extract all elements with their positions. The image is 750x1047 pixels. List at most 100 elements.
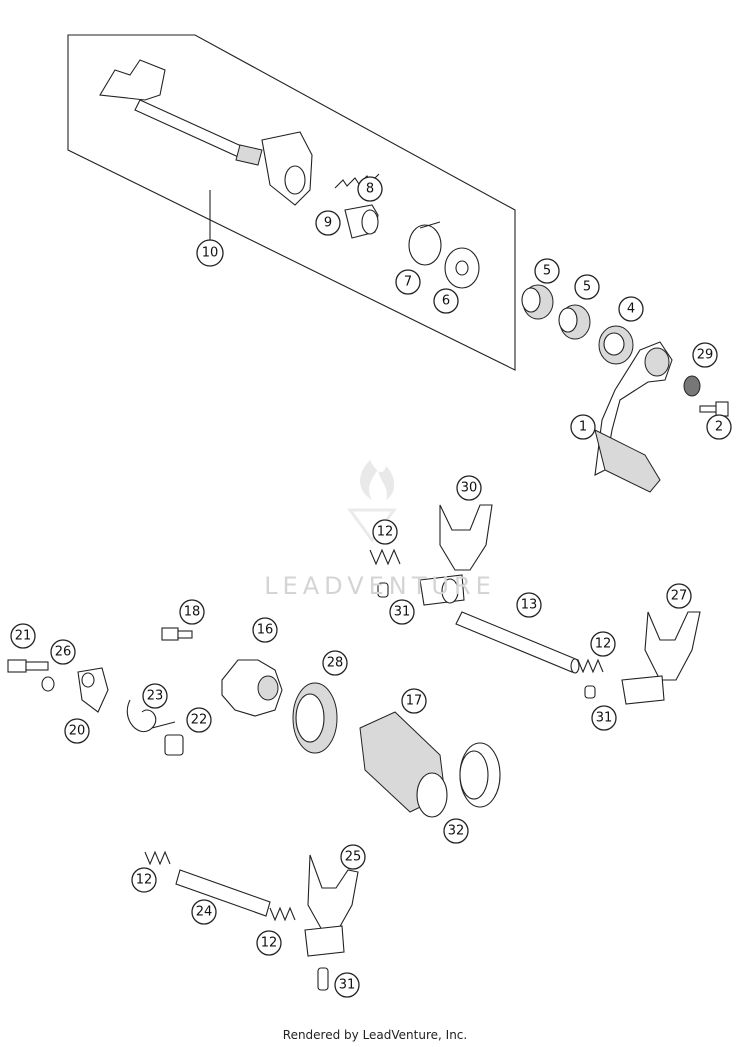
callout-25: 25: [340, 844, 366, 870]
callout-17: 17: [401, 688, 427, 714]
rod-24: [175, 869, 271, 917]
callout-label: 16: [257, 623, 274, 638]
callout-label: 6: [442, 294, 450, 309]
bushing-5a: [521, 284, 554, 320]
callout-label: 5: [583, 280, 591, 295]
callout-2: 2: [706, 414, 732, 440]
callout-label: 12: [136, 873, 153, 888]
shift-fork-30: [419, 504, 493, 606]
callout-16: 16: [252, 617, 278, 643]
callout-29: 29: [692, 342, 718, 368]
watermark-text: LEADVENTURE: [264, 572, 496, 600]
callout-label: 12: [261, 936, 278, 951]
callout-label: 31: [596, 711, 613, 726]
callout-1: 1: [570, 414, 596, 440]
callout-label: 28: [327, 656, 344, 671]
callout-label: 17: [406, 694, 423, 709]
callout-label: 12: [595, 637, 612, 652]
bolt-18: [161, 627, 193, 641]
washer-26: [41, 676, 55, 692]
bushing-22: [164, 734, 184, 756]
callout-label: 12: [377, 525, 394, 540]
seal-4: [598, 325, 634, 365]
callout-label: 23: [147, 689, 164, 704]
callout-12c: 12: [131, 867, 157, 893]
spring-12-upper: [369, 548, 401, 566]
callout-label: 30: [461, 481, 478, 496]
callout-7: 7: [395, 269, 421, 295]
spring-12-right: [577, 658, 604, 674]
part-20: [77, 667, 109, 713]
callout-label: 10: [202, 246, 219, 261]
callout-31c: 31: [334, 972, 360, 998]
callout-12d: 12: [256, 930, 282, 956]
rod-13: [455, 611, 580, 674]
bearing-28: [292, 682, 338, 754]
spring-12-lower-right: [269, 906, 296, 922]
callout-label: 13: [521, 598, 538, 613]
bushing-5b: [558, 304, 591, 340]
spring-12-lower-left: [144, 850, 171, 866]
callout-18: 18: [179, 599, 205, 625]
callout-20: 20: [64, 718, 90, 744]
callout-label: 27: [671, 589, 688, 604]
pin-31-right: [584, 685, 596, 699]
callout-27: 27: [666, 583, 692, 609]
callout-label: 25: [345, 850, 362, 865]
part-8: [344, 204, 379, 239]
callout-5a: 5: [534, 258, 560, 284]
callout-22: 22: [186, 707, 212, 733]
shift-fork-27: [621, 611, 701, 705]
bolt-2: [699, 401, 729, 417]
callout-label: 26: [55, 645, 72, 660]
part-7-clip: [408, 221, 442, 266]
callout-label: 1: [579, 420, 587, 435]
callout-5b: 5: [574, 274, 600, 300]
pin-31-lower: [317, 967, 329, 991]
callout-13: 13: [516, 592, 542, 618]
shift-star-16: [221, 659, 283, 717]
pin-31-upper: [377, 582, 389, 598]
footer-credit: Rendered by LeadVenture, Inc.: [282, 1028, 468, 1042]
spring-23: [126, 699, 176, 733]
callout-label: 31: [394, 605, 411, 620]
callout-23: 23: [142, 683, 168, 709]
callout-21: 21: [10, 623, 36, 649]
callout-label: 9: [324, 216, 332, 231]
callout-9: 9: [315, 210, 341, 236]
callout-label: 2: [715, 420, 723, 435]
callout-label: 31: [339, 978, 356, 993]
callout-31b: 31: [591, 705, 617, 731]
shift-lever-1: [594, 341, 673, 493]
callout-4: 4: [618, 296, 644, 322]
callout-24: 24: [191, 899, 217, 925]
washer-29: [683, 375, 701, 397]
callout-32: 32: [443, 818, 469, 844]
callout-label: 20: [69, 724, 86, 739]
callout-31a: 31: [389, 599, 415, 625]
washer-6: [444, 247, 480, 289]
callout-6: 6: [433, 288, 459, 314]
shift-fork-25: [304, 854, 359, 957]
shift-shaft: [99, 59, 313, 206]
callout-label: 8: [366, 182, 374, 197]
callout-label: 18: [184, 605, 201, 620]
callout-label: 7: [404, 275, 412, 290]
bearing-32: [459, 742, 501, 808]
callout-8: 8: [357, 176, 383, 202]
callout-label: 22: [191, 713, 208, 728]
callout-12a: 12: [372, 519, 398, 545]
assembly-10-frame: [67, 34, 516, 371]
callout-28: 28: [322, 650, 348, 676]
callout-10: 10: [196, 239, 224, 267]
callout-12b: 12: [590, 631, 616, 657]
callout-30: 30: [456, 475, 482, 501]
callout-label: 32: [448, 824, 465, 839]
callout-label: 21: [15, 629, 32, 644]
callout-label: 29: [697, 348, 714, 363]
bolt-21: [7, 659, 49, 673]
callout-label: 5: [543, 264, 551, 279]
callout-label: 4: [627, 302, 635, 317]
shift-drum-17: [359, 711, 448, 818]
